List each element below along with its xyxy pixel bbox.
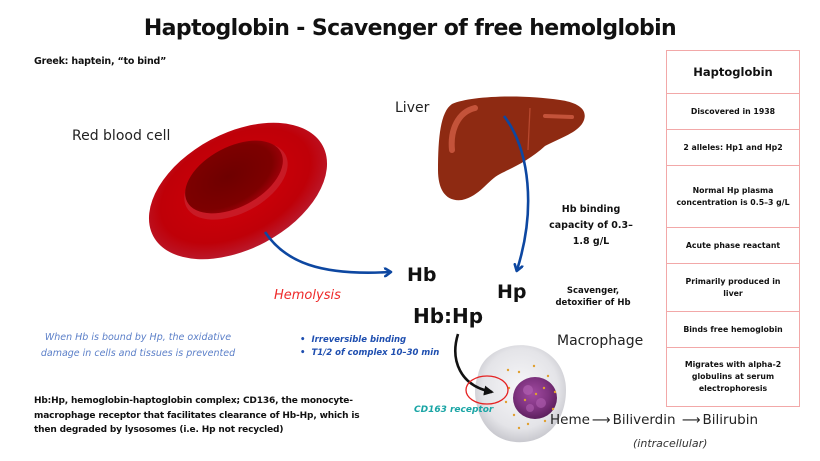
facts-table-row: Discovered in 1938 xyxy=(667,93,799,129)
list-item: Irreversible binding xyxy=(300,334,439,347)
macrophage-label: Macrophage xyxy=(557,333,644,349)
liver-label: Liver xyxy=(395,100,430,116)
facts-table-row: Migrates with alpha-2 globulins at serum… xyxy=(667,347,799,406)
right-arrow-icon: ⟶ xyxy=(591,413,611,428)
hp-label: Hp xyxy=(497,281,527,303)
hb-hp-complex-label: Hb:Hp xyxy=(413,304,484,328)
intracellular-note: (intracellular) xyxy=(633,437,708,450)
liver-to-hp-arrow xyxy=(502,115,530,270)
facts-table-header: Haptoglobin xyxy=(693,65,773,79)
facts-table-row: 2 alleles: Hp1 and Hp2 xyxy=(667,129,799,165)
liver-icon xyxy=(438,96,585,201)
hemolysis-arrow xyxy=(263,231,390,273)
facts-table-row: Binds free hemoglobin xyxy=(667,311,799,347)
haptoglobin-facts-table: Haptoglobin Discovered in 1938 2 alleles… xyxy=(666,50,800,407)
facts-table-row: Primarily produced in liver xyxy=(667,263,799,311)
complex-uptake-arrow xyxy=(454,333,494,396)
facts-table-row: Normal Hp plasma concentration is 0.5–3 … xyxy=(667,165,799,227)
facts-table-row: Acute phase reactant xyxy=(667,227,799,263)
etymology-note: Greek: haptein, “to bind” xyxy=(34,56,167,67)
red-blood-cell-icon xyxy=(148,122,328,260)
binding-capacity-note: Hb binding capacity of 0.3–1.8 g/L xyxy=(549,204,633,247)
macrophage-icon xyxy=(475,345,566,443)
oxidative-damage-note: When Hb is bound by Hp, the oxidative da… xyxy=(40,332,236,359)
cd163-receptor-highlight xyxy=(465,375,509,405)
scavenger-note: Scavenger, detoxifier of Hb xyxy=(555,286,631,308)
right-arrow-icon: ⟶ xyxy=(681,413,701,428)
abbreviation-footnote: Hb:Hp, hemoglobin-haptoglobin complex; C… xyxy=(34,396,360,435)
pathway-step-biliverdin: Biliverdin xyxy=(612,412,676,428)
pathway-step-bilirubin: Bilirubin xyxy=(702,412,759,428)
cd163-receptor-label: CD163 receptor xyxy=(414,405,494,415)
page-title: Haptoglobin - Scavenger of free hemolglo… xyxy=(143,16,677,41)
red-blood-cell-label: Red blood cell xyxy=(72,128,171,144)
hb-label: Hb xyxy=(407,264,437,286)
list-item: T1/2 of complex 10–30 min xyxy=(300,347,439,360)
complex-properties-list: Irreversible binding T1/2 of complex 10–… xyxy=(300,334,439,360)
pathway-step-heme: Heme xyxy=(550,412,590,428)
hemolysis-label: Hemolysis xyxy=(274,288,341,303)
heme-degradation-pathway: Heme⟶Biliverdin ⟶Bilirubin xyxy=(550,412,758,428)
